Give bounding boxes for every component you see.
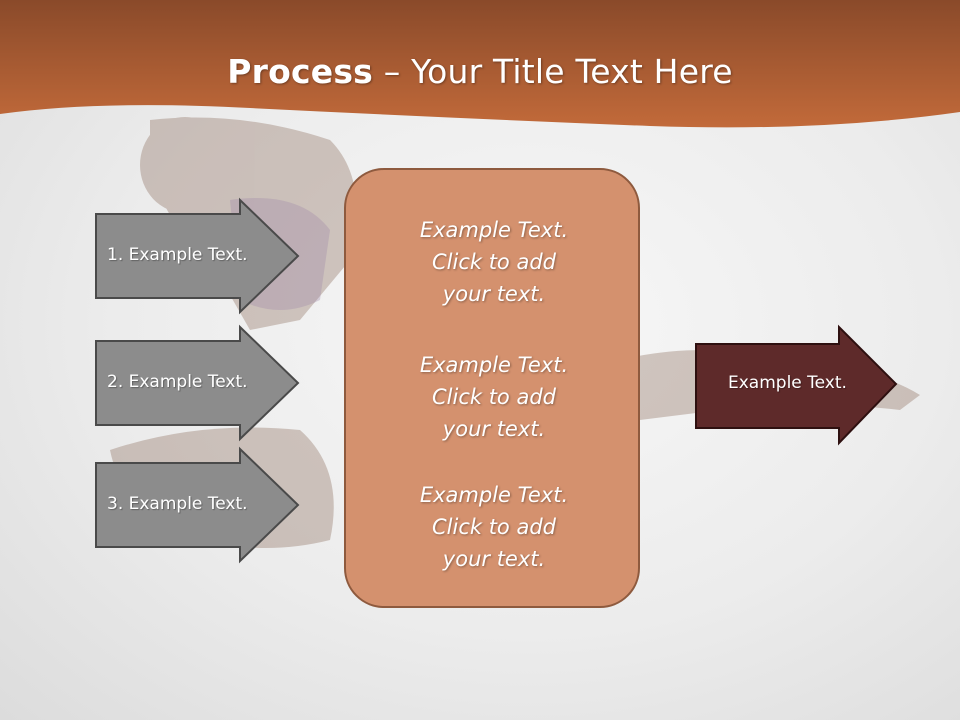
page-title: Process – Your Title Text Here [0,52,960,91]
center-line: Example Text. [419,353,569,377]
input-arrow-label: 1. Example Text. [107,245,248,265]
center-line: Example Text. [419,483,569,507]
output-arrow-label: Example Text. [728,373,847,393]
center-line: Click to add [431,385,556,409]
title-rest: – Your Title Text Here [373,52,733,91]
title-bold: Process [227,52,374,91]
center-text-block-3: Example Text. Click to add your text. [346,479,642,575]
input-arrow-label: 2. Example Text. [107,372,248,392]
arrow-shape [95,446,300,564]
center-line: your text. [442,282,546,306]
center-text-block-1: Example Text. Click to add your text. [346,214,642,310]
arrow-shape [695,324,898,446]
center-line: Example Text. [419,218,569,242]
header-band [0,0,960,128]
center-line: your text. [442,417,546,441]
input-arrow-label: 3. Example Text. [107,494,248,514]
center-text-block-2: Example Text. Click to add your text. [346,349,642,445]
arrow-shape [95,324,300,442]
center-line: Click to add [431,250,556,274]
center-line: Click to add [431,515,556,539]
center-line: your text. [442,547,546,571]
center-process-box[interactable]: Example Text. Click to add your text. Ex… [344,168,640,608]
arrow-shape [95,197,300,315]
